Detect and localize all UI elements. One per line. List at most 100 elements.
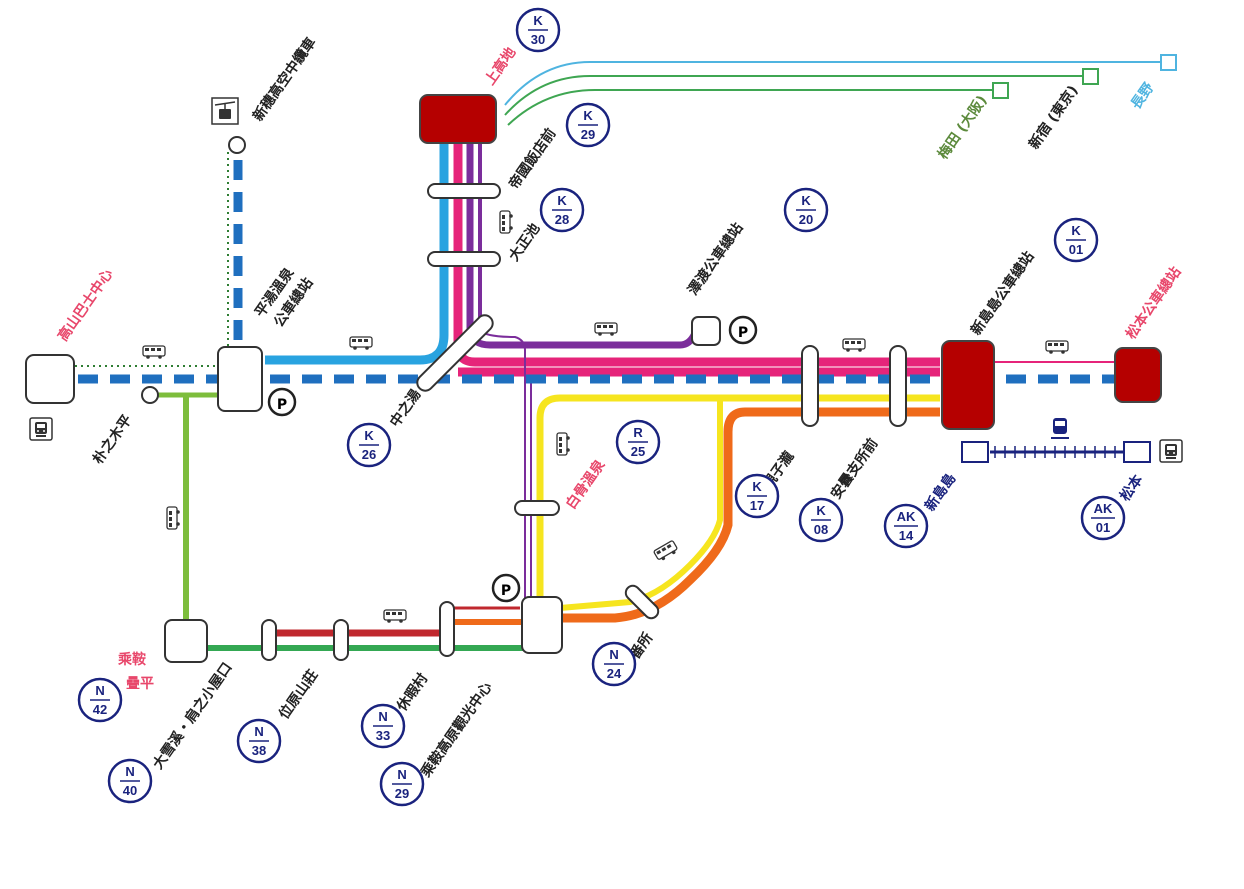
norikura-center-label: 乘鞍高原觀光中心 <box>417 679 496 781</box>
takayama-bus-center-label: 高山巴士中心 <box>54 266 116 345</box>
rail-shinshimashima-label: 新島島 <box>921 470 959 514</box>
svg-text:01: 01 <box>1069 242 1083 257</box>
shin-hotaka-ropeway-label: 新穗高空中纜車 <box>249 34 319 124</box>
station-code-badge: K 01 <box>1053 217 1099 263</box>
teikoku-hotel-node[interactable] <box>427 183 501 199</box>
svg-text:29: 29 <box>581 127 595 142</box>
svg-text:P: P <box>277 397 287 413</box>
rail-station-shinshimashima <box>961 441 989 463</box>
station-code-badge: N 24 <box>591 641 637 687</box>
shin-hotaka-ropeway-node[interactable] <box>228 136 246 154</box>
takayama-bus-center-node[interactable] <box>25 354 75 404</box>
bus-icon <box>142 345 166 360</box>
matsumoto-bus-label: 松本公車總站 <box>1122 264 1184 343</box>
station-code-badge: K08 <box>798 497 844 543</box>
kamikochi-label: 上高地 <box>481 44 519 88</box>
train-icon <box>1051 418 1069 439</box>
svg-text:N: N <box>397 767 406 782</box>
shinjuku-label: 新宿 (東京) <box>1025 82 1081 152</box>
kamikochi-node[interactable] <box>419 94 497 144</box>
shinshimashima-node[interactable] <box>941 340 995 430</box>
station-code-badge: K20 <box>783 187 829 233</box>
svg-text:R: R <box>633 425 643 440</box>
station-code-badge: N 38 <box>236 718 282 764</box>
shinshimashima-label: 新島島公車總站 <box>967 248 1037 338</box>
shinjuku-terminal <box>1082 68 1099 85</box>
svg-text:42: 42 <box>93 702 107 717</box>
station-code-badge: N 42 <box>77 677 123 723</box>
svg-text:P: P <box>738 325 748 341</box>
hirayu-onsen-node[interactable] <box>217 346 263 412</box>
nakanoyu-node[interactable] <box>414 312 496 394</box>
svg-text:30: 30 <box>531 32 545 47</box>
sawando-node[interactable] <box>691 316 721 346</box>
code-badges: K30 K29 K28 K20 K01 K26 R25 K17 <box>77 7 1126 807</box>
svg-text:25: 25 <box>631 444 645 459</box>
parking-icon: P <box>491 573 521 603</box>
svg-text:N: N <box>125 764 134 779</box>
matsumoto-bus-node[interactable] <box>1114 347 1162 403</box>
bus-icon <box>842 338 866 353</box>
hounoki-daira-node[interactable] <box>141 386 159 404</box>
dotted-lines <box>75 152 229 367</box>
bus-icon <box>383 609 407 624</box>
svg-text:20: 20 <box>799 212 813 227</box>
parking-icon: P <box>267 387 297 417</box>
norikura-tatamidaira-node[interactable] <box>164 619 208 663</box>
svg-text:26: 26 <box>362 447 376 462</box>
azumi-branch-node[interactable] <box>889 345 907 427</box>
train-icon <box>29 417 53 441</box>
station-code-badge: K17 <box>734 473 780 519</box>
station-code-badge: K 29 <box>565 102 611 148</box>
nagano-label: 長野 <box>1128 80 1157 112</box>
oyashirazu-node[interactable] <box>801 345 819 427</box>
svg-text:08: 08 <box>814 522 828 537</box>
rail-station-matsumoto <box>1123 441 1151 463</box>
svg-text:17: 17 <box>750 498 764 513</box>
kyukamura-node[interactable] <box>439 601 455 657</box>
station-code-badge: K28 <box>539 187 585 233</box>
svg-text:P: P <box>501 583 511 599</box>
azumi-branch-label: 安曇支所前 <box>827 435 881 502</box>
teikoku-hotel-label: 帝國飯店前 <box>505 125 559 192</box>
kyukamura-label: 休暇村 <box>393 670 432 715</box>
parking-icons: P P P <box>267 315 758 603</box>
svg-text:N: N <box>95 683 104 698</box>
ouyuki-node[interactable] <box>261 619 277 661</box>
svg-text:33: 33 <box>376 728 390 743</box>
norikura-center-node[interactable] <box>521 596 563 654</box>
station-code-badge: AK 01 <box>1080 495 1126 541</box>
rail-matsumoto-label: 松本 <box>1116 471 1147 505</box>
bus-icon <box>349 336 373 351</box>
bus-icon <box>652 539 680 564</box>
svg-text:K: K <box>583 108 593 123</box>
svg-text:K: K <box>557 193 567 208</box>
bus-icon <box>556 432 571 456</box>
svg-text:38: 38 <box>252 743 266 758</box>
rail-line <box>961 418 1151 463</box>
svg-text:01: 01 <box>1096 520 1110 535</box>
taisho-pond-node[interactable] <box>427 251 501 267</box>
train-icon <box>1159 439 1183 463</box>
umeda-terminal <box>992 82 1009 99</box>
svg-text:AK: AK <box>1094 501 1113 516</box>
shirahone-onsen-node[interactable] <box>514 500 560 516</box>
svg-text:K: K <box>1071 223 1081 238</box>
kuraihara-node[interactable] <box>333 619 349 661</box>
station-nodes <box>25 94 1162 663</box>
svg-text:N: N <box>609 647 618 662</box>
bus-icon <box>594 322 618 337</box>
nakanoyu-label: 中之湯 <box>386 386 424 430</box>
svg-text:24: 24 <box>607 666 622 681</box>
norikura-tatamidaira-label-line1: 乘鞍 <box>117 651 146 668</box>
norikura-lines <box>150 392 525 651</box>
bandokoro-node[interactable] <box>623 583 661 621</box>
svg-text:N: N <box>254 724 263 739</box>
parking-icon: P <box>728 315 758 345</box>
long-distance-lines <box>504 54 1177 126</box>
station-code-badge: R 25 <box>615 419 661 465</box>
shirahone-onsen-label: 白骨溫泉 <box>562 456 609 512</box>
station-code-badge: N33 <box>360 703 406 749</box>
station-code-badge: N40 <box>107 758 153 804</box>
